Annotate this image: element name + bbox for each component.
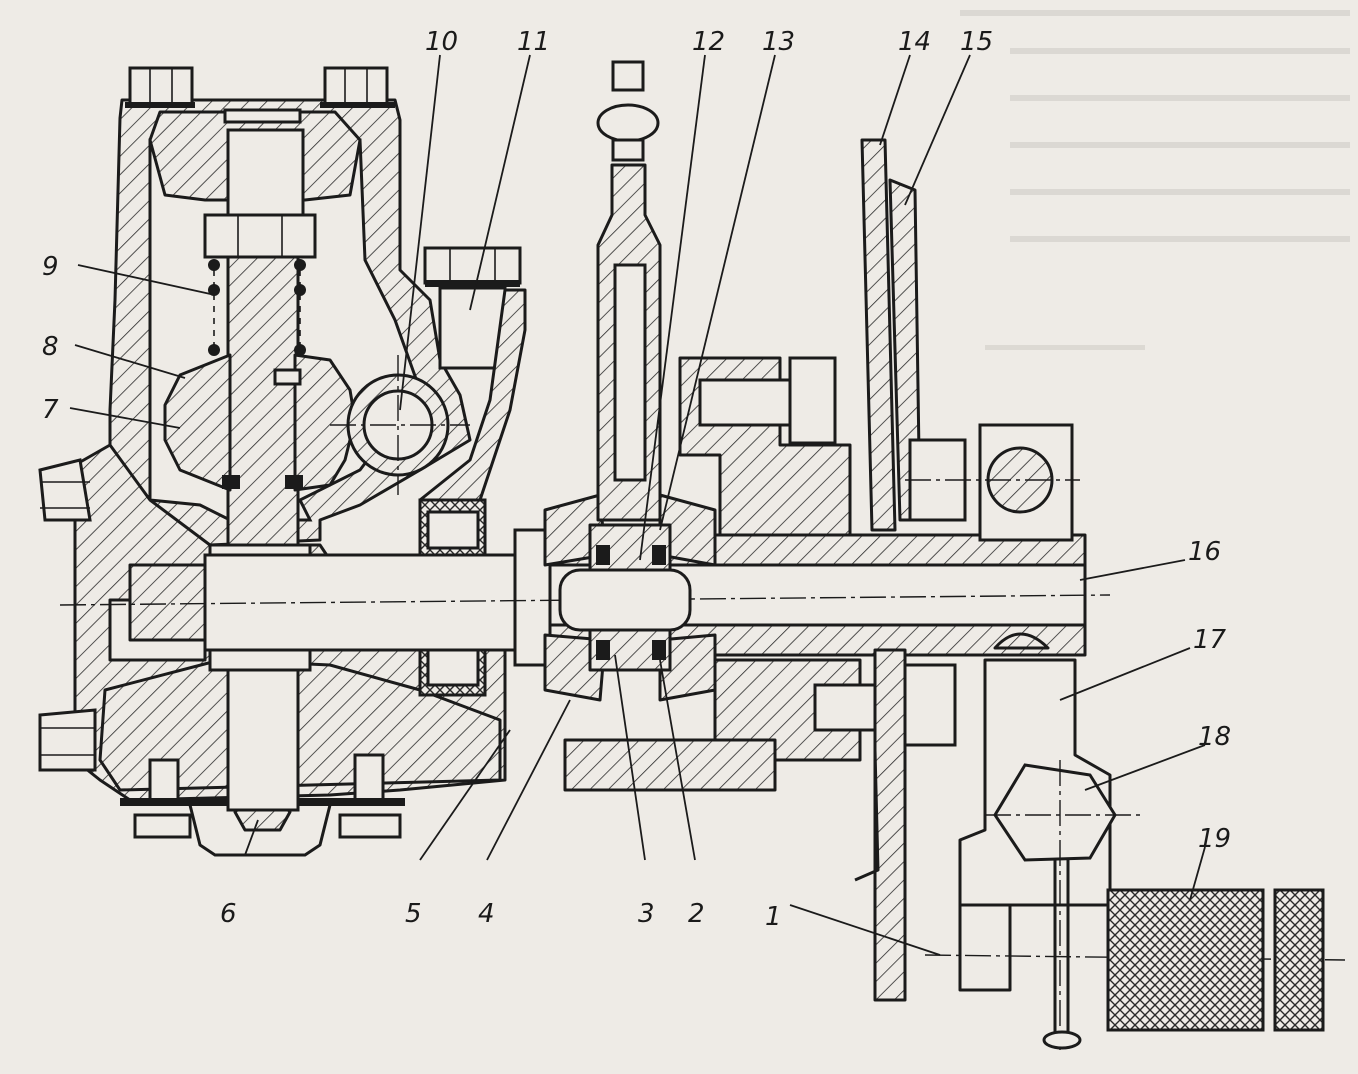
callout-17: 17	[1193, 625, 1227, 655]
callout-5: 5	[405, 899, 422, 929]
callout-15: 15	[960, 27, 993, 57]
callout-4: 4	[478, 899, 495, 929]
callout-8: 8	[42, 332, 59, 362]
callout-9: 9	[42, 252, 59, 282]
spring-coils	[208, 259, 306, 356]
callout-1: 1	[765, 902, 782, 932]
bevel-clutch-assembly	[543, 493, 717, 702]
square-block	[905, 423, 1080, 542]
vertical-rod-12	[596, 60, 662, 522]
callout-7: 7	[42, 395, 59, 425]
callout-3: 3	[638, 899, 655, 929]
callout-labels: 1 2 3 4 5 6 7 8 9 10 11 12 13 14 15 16 1…	[42, 27, 1231, 932]
callout-11: 11	[517, 27, 550, 57]
callout-10: 10	[425, 27, 458, 57]
callout-19: 19	[1198, 824, 1231, 854]
callout-13: 13	[762, 27, 795, 57]
plates-14-15	[854, 138, 967, 1002]
right-block	[563, 356, 957, 792]
bolt-11	[418, 246, 527, 512]
callout-18: 18	[1198, 722, 1231, 752]
background-bleed-through	[960, 10, 1350, 350]
weight-19	[1106, 888, 1325, 1032]
callout-12: 12	[692, 27, 725, 57]
callout-16: 16	[1188, 537, 1221, 567]
leader-lines	[69, 54, 1206, 956]
callout-2: 2	[688, 899, 705, 929]
callout-14: 14	[898, 27, 931, 57]
callout-6: 6	[220, 899, 237, 929]
